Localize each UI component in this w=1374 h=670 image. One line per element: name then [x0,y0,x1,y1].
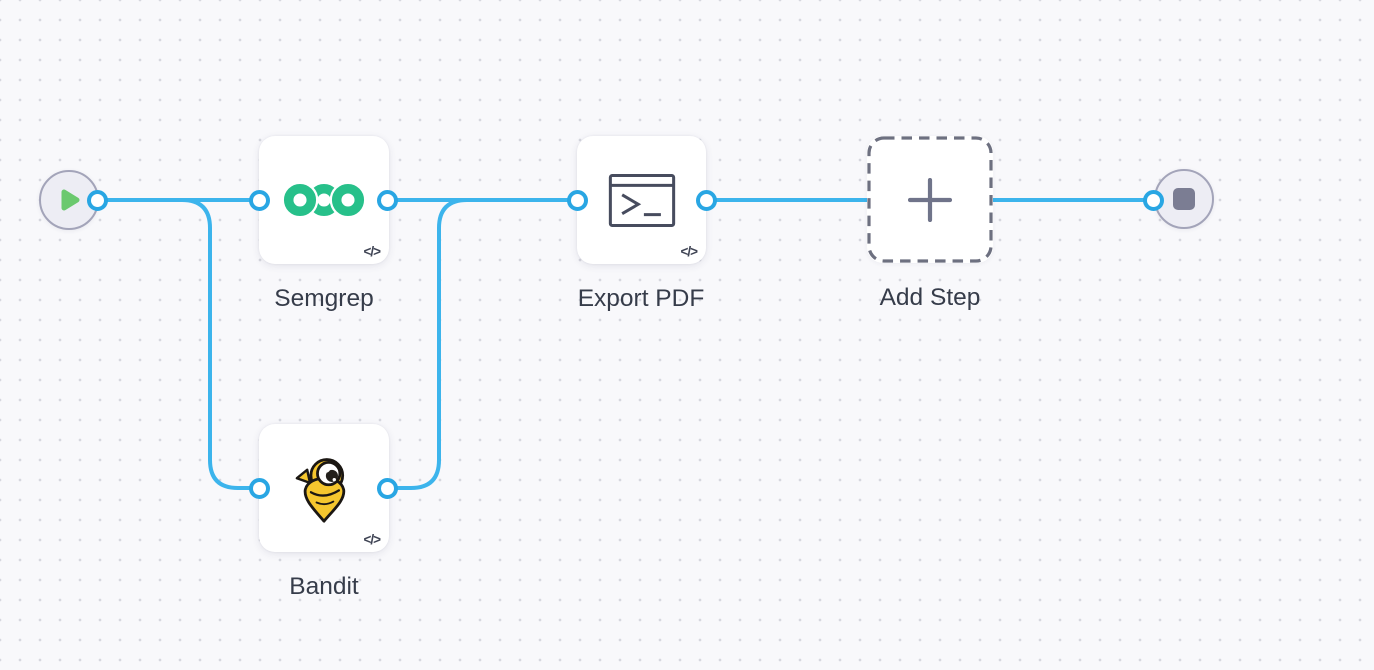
connector-semgrep-out[interactable] [376,189,398,211]
node-label-bandit: Bandit [289,573,359,600]
node-label-add-step: Add Step [879,284,981,311]
connector-semgrep-in[interactable] [248,189,270,211]
code-badge: </> [363,244,381,259]
node-label-export-pdf: Export PDF [577,285,705,312]
connector-bandit-in[interactable] [248,477,270,499]
connector-export-out[interactable] [695,189,717,211]
dashed-border [867,136,993,263]
play-icon [61,189,80,211]
terminal-window-icon [608,173,675,227]
connector-start-out[interactable] [86,189,108,211]
code-badge: </> [680,244,698,259]
bandit-logo [295,457,346,523]
node-export-pdf[interactable]: </> [577,136,706,264]
code-badge: </> [363,532,381,547]
node-bandit[interactable]: </> [259,424,389,552]
edge-start-bandit[interactable] [97,198,261,490]
node-add-step[interactable] [867,136,993,263]
end-node[interactable] [1154,169,1214,229]
node-semgrep[interactable]: </> [259,136,389,264]
stop-icon [1173,188,1195,210]
semgrep-logo [281,181,367,219]
node-label-semgrep: Semgrep [274,285,374,312]
plus-icon [908,177,952,222]
connector-end-in[interactable] [1142,189,1164,211]
edge-bandit-export[interactable] [385,198,579,490]
connector-bandit-out[interactable] [376,477,398,499]
connector-export-in[interactable] [566,189,588,211]
